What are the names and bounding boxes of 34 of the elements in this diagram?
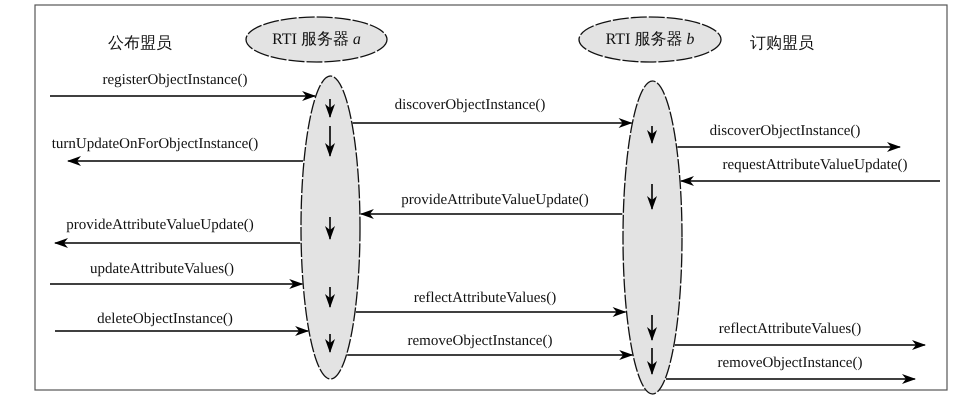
arrow (67, 156, 304, 166)
edge-label: removeObjectInstance() (718, 356, 862, 371)
edge-label: removeObjectInstance() (408, 334, 552, 349)
edge-label: requestAttributeValueUpdate() (722, 158, 908, 173)
edge-label: reflectAttributeValues() (414, 291, 556, 306)
edge-label: provideAttributeValueUpdate() (66, 218, 254, 233)
edge-label: updateAttributeValues() (90, 262, 234, 277)
arrow (55, 326, 310, 336)
server-name: RTI 服务器 b (606, 32, 694, 48)
arrow (50, 91, 316, 101)
server-ellipse (245, 16, 388, 63)
edge-label: deleteObjectInstance() (97, 312, 233, 327)
edge-label: registerObjectInstance() (102, 73, 248, 88)
edge-label: reflectAttributeValues() (718, 322, 862, 337)
edge-label: turnUpdateOnForObjectInstance() (52, 137, 258, 152)
arrow (347, 350, 634, 360)
arrow (674, 340, 926, 350)
server-ellipse (578, 16, 722, 63)
participant-label: 订购盟员 (750, 36, 814, 52)
arrow (54, 238, 300, 248)
arrow (356, 307, 627, 317)
lifeline-ellipse (622, 80, 683, 395)
arrow (678, 142, 901, 152)
arrow (352, 118, 633, 128)
lifeline-ellipse (300, 75, 361, 380)
arrow (666, 374, 916, 384)
arrow (50, 279, 304, 289)
edge-label: discoverObjectInstance() (394, 98, 546, 113)
edge-label: discoverObjectInstance() (710, 124, 860, 139)
arrow (360, 209, 622, 219)
server-name: RTI 服务器 a (272, 32, 361, 48)
arrow (680, 176, 940, 186)
participant-label: 公布盟员 (108, 36, 172, 52)
edge-label: provideAttributeValueUpdate() (401, 193, 589, 208)
